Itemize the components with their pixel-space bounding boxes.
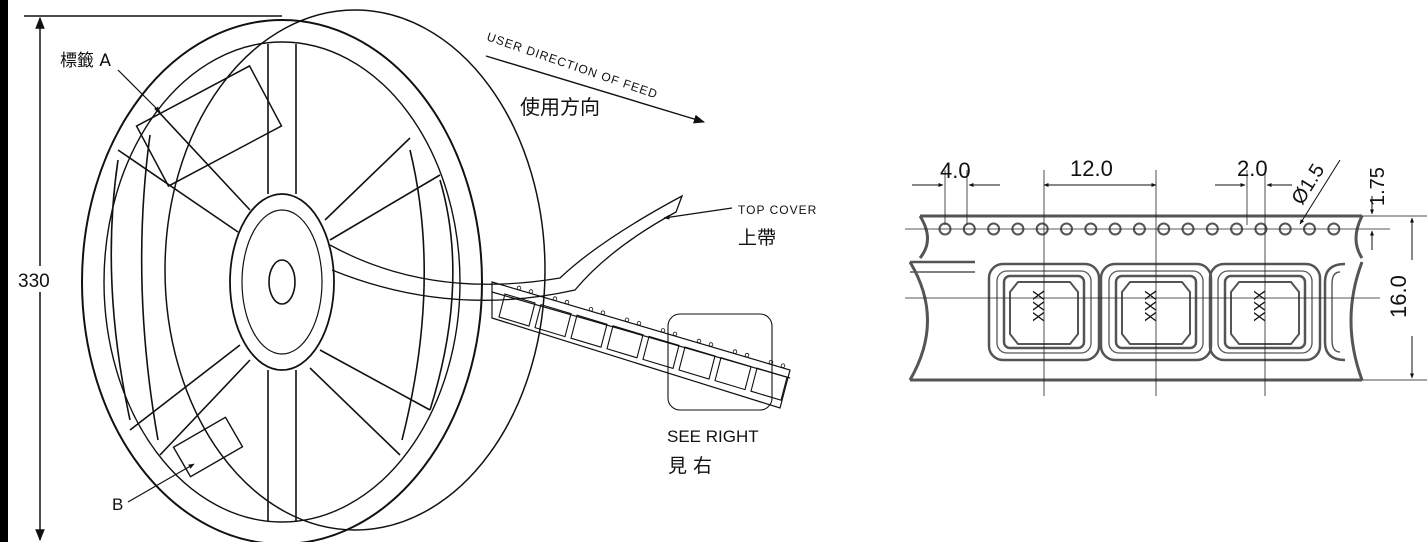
label-a-leader — [117, 69, 161, 113]
pocket-marking: XXX — [1252, 290, 1269, 322]
label-a-text: 標籤 A — [60, 51, 111, 71]
label-b-text: B — [112, 495, 123, 514]
reel-tape-pocket — [498, 293, 536, 327]
see-right-box — [667, 313, 773, 411]
reel-tape-pocket — [534, 303, 572, 338]
tape-pockets: XXX XXX XXX — [987, 262, 1322, 362]
dim-tape-width: 16.0 — [1386, 275, 1411, 318]
height-dimension-text: 330 — [18, 271, 50, 292]
feed-direction-arrow — [485, 55, 706, 124]
pocket-marking: XXX — [1031, 290, 1048, 322]
reel-tape-pocket — [750, 367, 788, 401]
feed-direction-en: USER DIRECTION OF FEED — [485, 30, 660, 102]
reel-tape-pocket — [642, 335, 680, 370]
top-cover-leader — [663, 207, 733, 220]
dim-hole-diameter: Ø1.5 — [1288, 160, 1330, 208]
left-border — [0, 0, 8, 542]
label-b-leader — [127, 463, 195, 503]
top-cover-film — [329, 194, 684, 301]
dim-offset: 2.0 — [1237, 156, 1268, 181]
dim-sprocket-pitch: 4.0 — [940, 158, 971, 183]
dim-edge-to-hole: 1.75 — [1367, 167, 1389, 206]
reel-tape-pocket — [714, 356, 752, 391]
reel-tape-pocket — [606, 325, 644, 359]
dim-pocket-pitch: 12.0 — [1070, 156, 1113, 181]
reel-tape-pocket — [678, 346, 716, 380]
reel-tape-pocket — [570, 314, 608, 348]
reel-tape-pockets — [498, 285, 788, 401]
tape-detail: XXX XXX XXX 4.0 12.0 2.0 Ø1.5 — [905, 156, 1427, 396]
reel — [81, 9, 546, 542]
see-right-en: SEE RIGHT — [667, 427, 759, 446]
top-cover-zh: 上帶 — [738, 227, 776, 249]
top-cover-en: TOP COVER — [738, 203, 817, 217]
feed-direction-zh: 使用方向 — [520, 95, 600, 119]
pocket-marking: XXX — [1143, 290, 1160, 322]
see-right-zh: 見 右 — [668, 455, 712, 477]
